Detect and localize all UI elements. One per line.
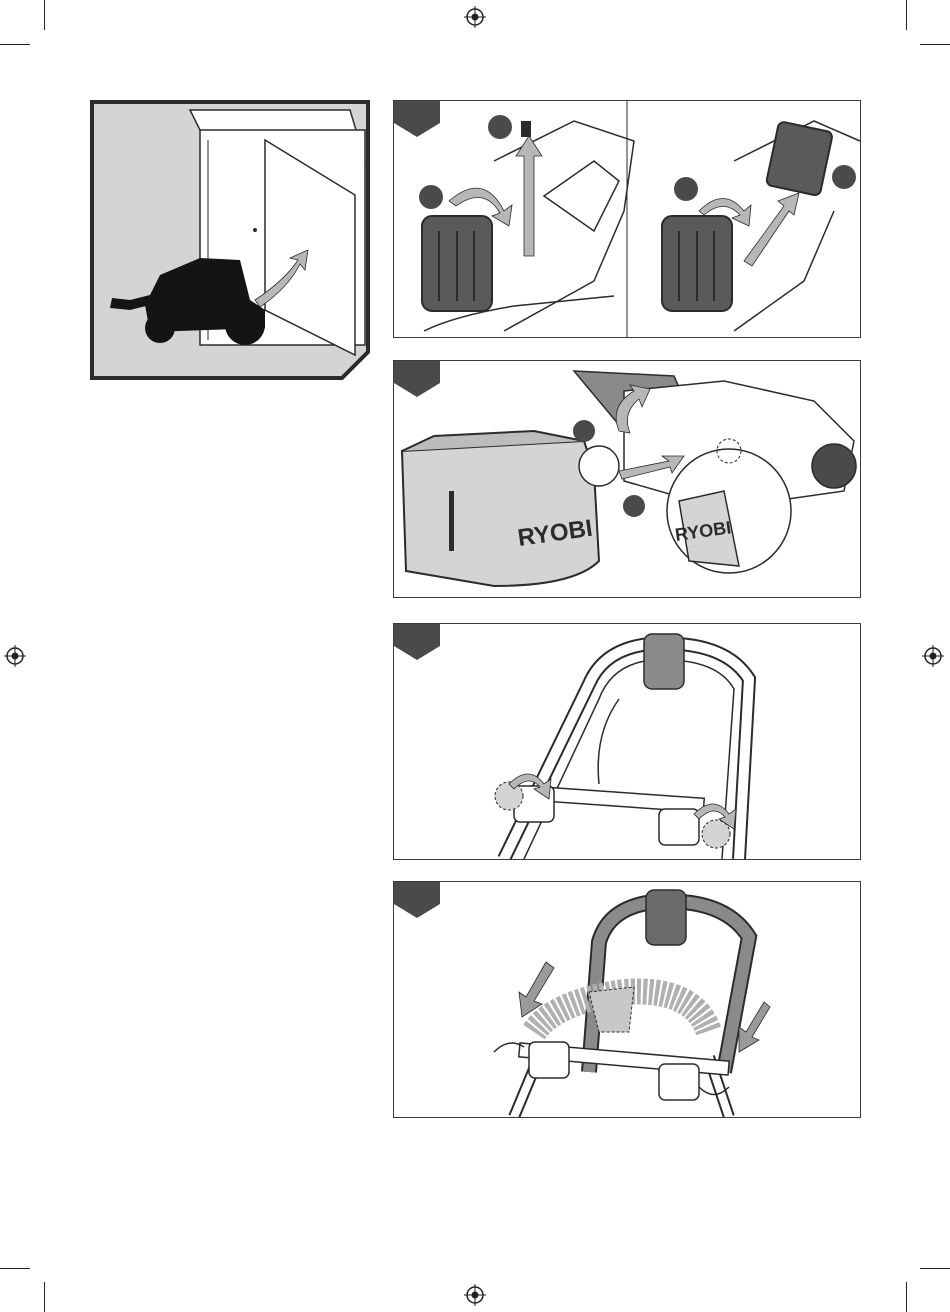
battery-removal-figure: [393, 100, 861, 338]
crop-mark: [44, 1282, 45, 1312]
crop-mark: [906, 0, 907, 30]
handle-knobs-figure: [393, 623, 861, 860]
battery-icon: [422, 216, 492, 311]
knob-rotate-icon: [495, 774, 736, 848]
crop-mark: [920, 44, 950, 45]
grass-bag-removal-figure: RYOBI RYOBI: [393, 360, 861, 598]
step-badge: [394, 361, 440, 399]
crop-mark: [0, 1268, 30, 1269]
grass-bag-icon: RYOBI: [402, 431, 599, 586]
step-badge: [394, 624, 440, 662]
registration-mark-icon: [922, 645, 944, 667]
crop-mark: [0, 44, 30, 45]
handle-fold-figure: [393, 881, 861, 1118]
mower-into-shed-icon: [90, 100, 370, 380]
crop-mark: [920, 1268, 950, 1269]
step-badge: [394, 101, 440, 139]
step-badge: [394, 882, 440, 920]
crop-mark: [44, 0, 45, 30]
registration-mark-icon: [464, 1284, 486, 1306]
registration-mark-icon: [464, 6, 486, 28]
storage-figure: [90, 100, 370, 380]
crop-mark: [906, 1282, 907, 1312]
registration-mark-icon: [4, 645, 26, 667]
